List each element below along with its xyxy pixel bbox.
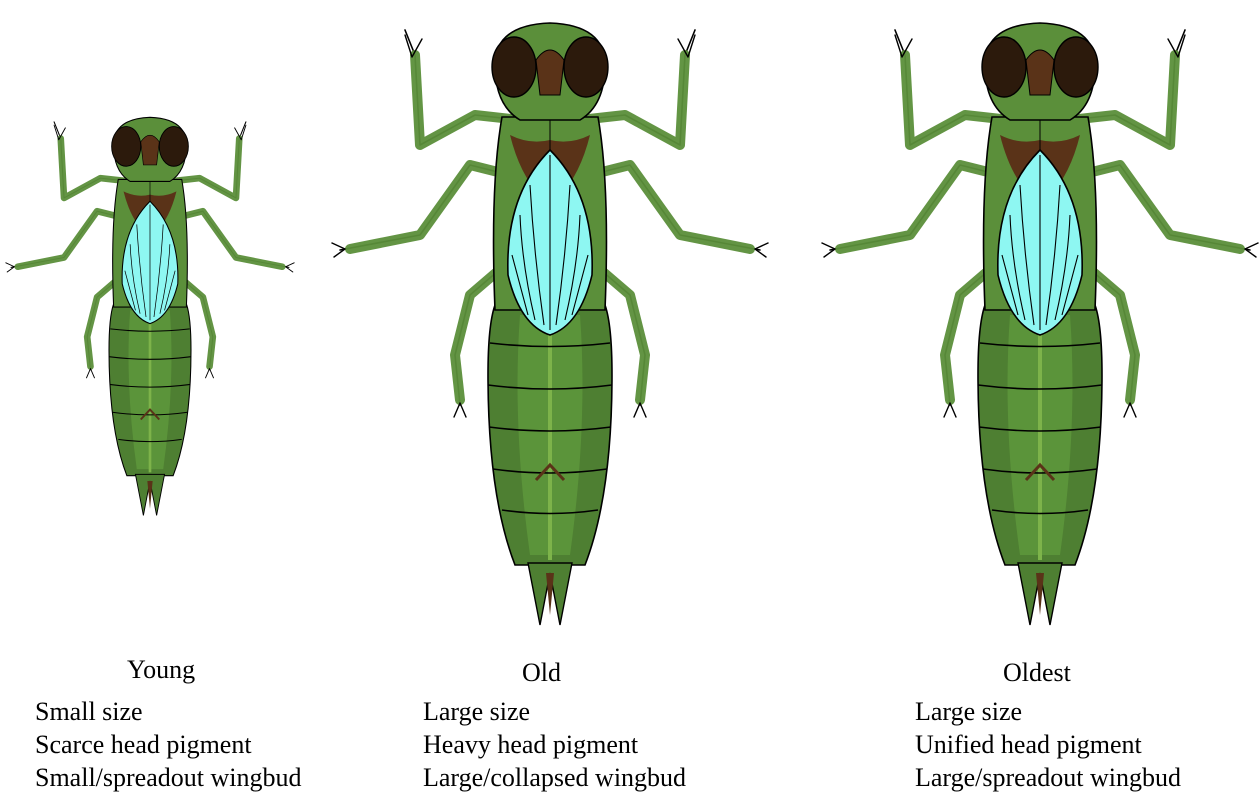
dragonfly-nymph-oldest-icon xyxy=(820,0,1259,650)
trait-item: Small/spreadout wingbud xyxy=(35,761,301,794)
trait-item: Heavy head pigment xyxy=(423,728,686,761)
stage-title-old: Old xyxy=(522,658,561,688)
trait-list-oldest: Large size Unified head pigment Large/sp… xyxy=(915,695,1181,794)
oldest-nymph-figure xyxy=(820,0,1259,650)
trait-item: Unified head pigment xyxy=(915,728,1181,761)
stage-title-oldest: Oldest xyxy=(1003,658,1071,688)
trait-item: Large/collapsed wingbud xyxy=(423,761,686,794)
dragonfly-nymph-young-icon xyxy=(0,112,300,522)
young-nymph-figure xyxy=(0,112,300,522)
old-nymph-figure xyxy=(330,0,770,650)
trait-list-young: Small size Scarce head pigment Small/spr… xyxy=(35,695,301,794)
trait-item: Large size xyxy=(915,695,1181,728)
trait-item: Scarce head pigment xyxy=(35,728,301,761)
stage-title-young: Young xyxy=(127,655,195,685)
dragonfly-nymph-old-icon xyxy=(330,0,770,650)
trait-item: Small size xyxy=(35,695,301,728)
trait-item: Large/spreadout wingbud xyxy=(915,761,1181,794)
trait-list-old: Large size Heavy head pigment Large/coll… xyxy=(423,695,686,794)
trait-item: Large size xyxy=(423,695,686,728)
